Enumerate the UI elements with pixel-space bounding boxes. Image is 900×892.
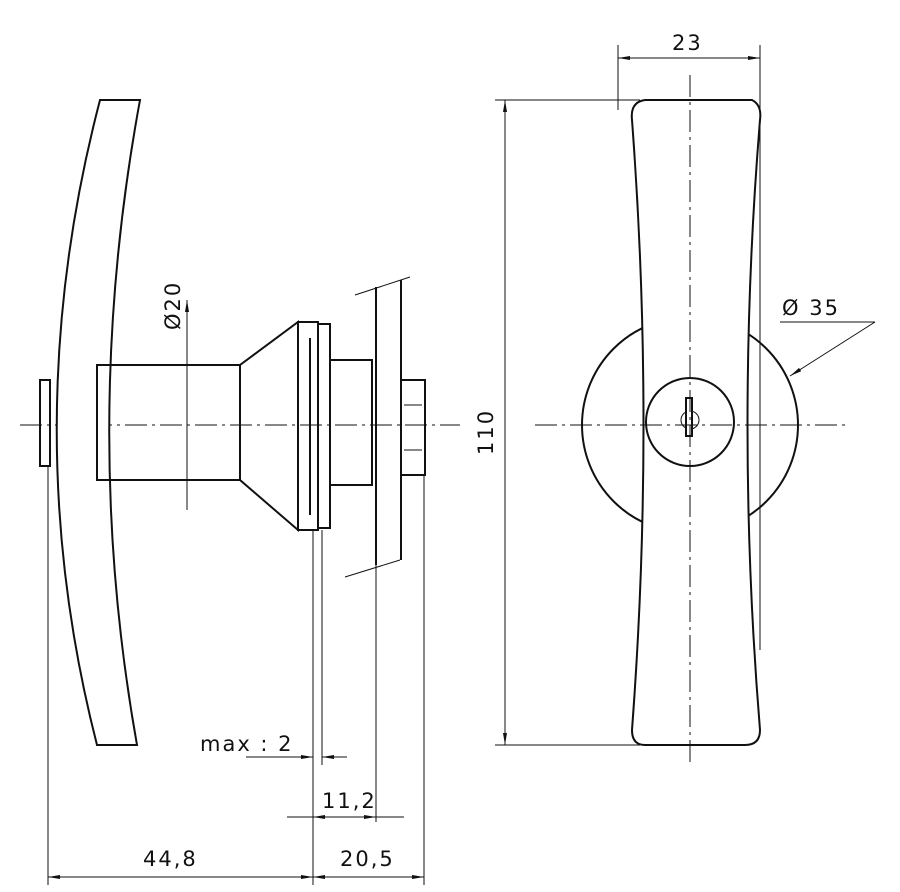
nut: [400, 379, 426, 476]
leader-dia35-arrow: [789, 321, 876, 377]
dim-dia-35: Ø 35: [782, 296, 840, 320]
dim-dia-20: Ø20: [161, 281, 185, 330]
shaft: [96, 364, 241, 481]
dim-44-8: 44,8: [143, 847, 198, 871]
dim-20-5: 20,5: [340, 847, 395, 871]
washer: [317, 323, 331, 529]
lock-body: [329, 359, 373, 486]
dim-11-2: 11,2: [322, 789, 377, 813]
panel-break-bottom: [344, 559, 401, 578]
key-slot: [685, 397, 693, 437]
dim-max-2: max : 2: [200, 732, 294, 756]
dim-23: 23: [672, 31, 703, 55]
dim-110: 110: [474, 409, 498, 455]
handle-t-bar: [55, 99, 142, 746]
nut-flange: [297, 321, 319, 531]
handle-cap: [39, 379, 51, 467]
front-view: 23 110 Ø 35: [474, 31, 876, 765]
cone: [239, 320, 299, 533]
handle-front: [630, 99, 762, 746]
panel-break-top: [354, 276, 411, 296]
side-view: Ø20 max : 2 11,2 44,8 20,5: [20, 99, 460, 885]
